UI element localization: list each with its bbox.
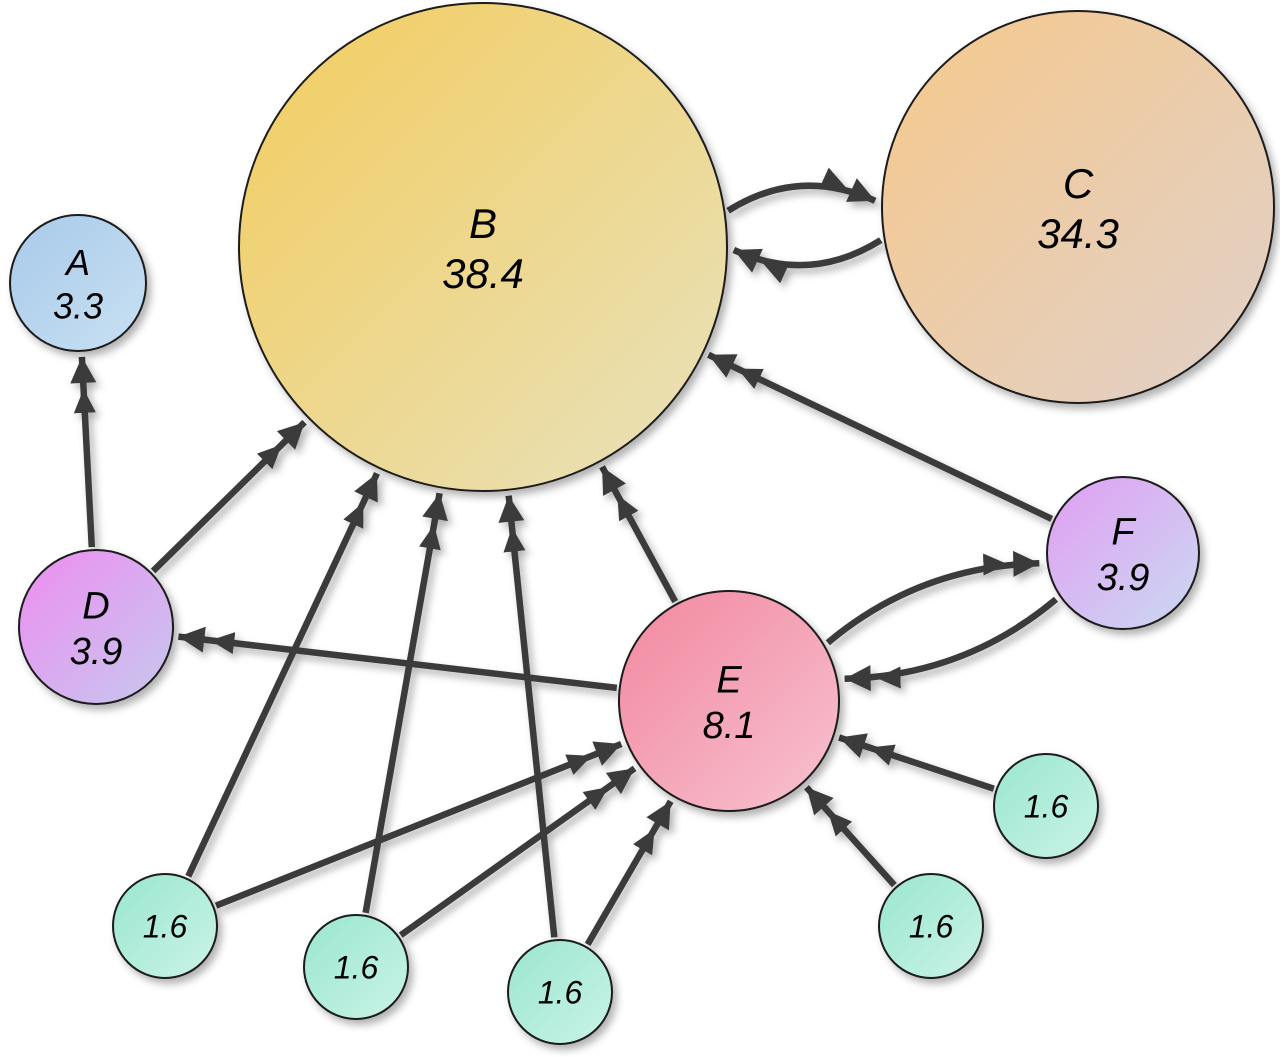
node-I-circle	[507, 939, 613, 1045]
edge-E-B	[599, 465, 679, 604]
node-G-value: 1.6	[143, 909, 188, 945]
edge-F-B	[707, 351, 1054, 522]
edge-G-E	[214, 740, 623, 909]
edge-D-B	[150, 419, 307, 574]
node-K-value: 1.6	[1024, 789, 1069, 825]
edge-H-B	[362, 492, 448, 914]
node-E-value: 8.1	[703, 705, 756, 747]
node-A-circle	[9, 214, 147, 352]
node-B-value: 38.4	[442, 250, 524, 297]
node-A-value: 3.3	[53, 285, 103, 326]
node-C-value: 34.3	[1037, 210, 1119, 257]
edge-E-F	[825, 550, 1040, 646]
node-H: 1.6	[303, 914, 409, 1020]
node-E-circle	[618, 590, 840, 812]
edge-E-D	[178, 626, 618, 692]
node-D-value: 3.9	[70, 631, 123, 673]
edge-K-E	[838, 733, 995, 792]
edge-C-B	[732, 237, 883, 284]
node-C-circle	[881, 10, 1275, 404]
node-J: 1.6	[878, 873, 984, 979]
node-B-circle	[238, 2, 728, 492]
node-C-letter: C	[1063, 160, 1094, 207]
node-J-circle	[878, 873, 984, 979]
node-F-value: 3.9	[1097, 557, 1150, 599]
node-A: A3.3	[9, 214, 147, 352]
node-I-value: 1.6	[538, 975, 583, 1011]
node-I: 1.6	[507, 939, 613, 1045]
node-B-letter: B	[469, 200, 497, 247]
node-J-value: 1.6	[909, 909, 954, 945]
node-D: D3.9	[18, 549, 174, 705]
edge-F-E	[844, 596, 1059, 692]
node-B: B38.4	[238, 2, 728, 492]
edge-B-C	[726, 167, 877, 214]
node-C: C34.3	[881, 10, 1275, 404]
node-E-letter: E	[716, 660, 742, 702]
edge-I-E	[584, 799, 674, 947]
node-A-letter: A	[64, 242, 90, 283]
node-H-value: 1.6	[334, 950, 379, 986]
node-K-circle	[993, 753, 1099, 859]
node-K: 1.6	[993, 753, 1099, 859]
node-G-circle	[112, 873, 218, 979]
node-G: 1.6	[112, 873, 218, 979]
edges-layer	[70, 167, 1059, 947]
edge-J-E	[804, 785, 897, 888]
edge-D-A	[70, 356, 97, 548]
node-F-circle	[1046, 476, 1200, 630]
node-D-letter: D	[82, 586, 109, 628]
node-D-circle	[18, 549, 174, 705]
edge-G-B	[185, 472, 380, 878]
node-H-circle	[303, 914, 409, 1020]
node-F-letter: F	[1111, 512, 1136, 554]
edge-I-B	[498, 495, 558, 938]
node-F: F3.9	[1046, 476, 1200, 630]
node-E: E8.1	[618, 590, 840, 812]
edge-H-E	[398, 765, 637, 938]
